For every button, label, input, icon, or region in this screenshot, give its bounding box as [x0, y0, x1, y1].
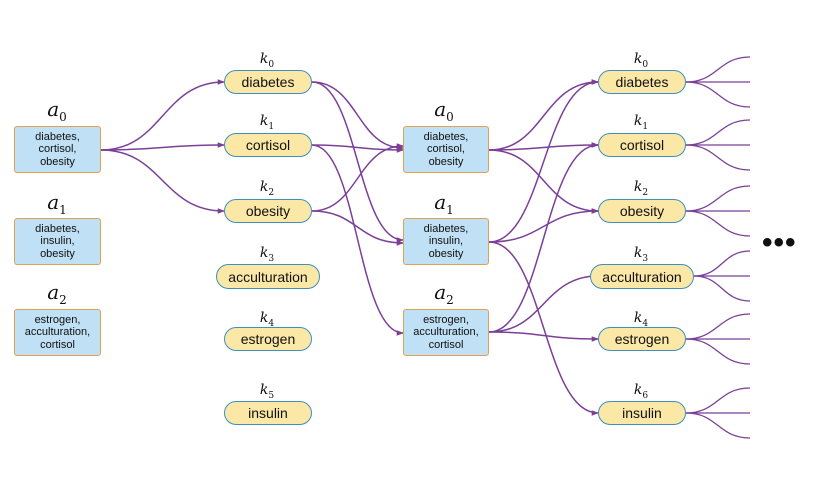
- label-col4-k0: k0: [633, 51, 649, 70]
- edge-a0-k0-r: [488, 79, 599, 151]
- label-col2-k4: k4: [259, 310, 275, 329]
- edge-a0-k1: [100, 142, 225, 151]
- edge-a2-k1-r: [488, 142, 599, 333]
- node-col4-k1[interactable]: cortisol: [598, 133, 686, 157]
- label-col4-k2: k2: [633, 179, 649, 198]
- edge-a0-k0: [100, 79, 225, 151]
- node-col3-a2[interactable]: estrogen,acculturation,cortisol: [403, 309, 489, 356]
- node-col3-a0[interactable]: diabetes,cortisol,obesity: [403, 126, 489, 173]
- label-col1-a0: a0: [47, 97, 67, 124]
- out-edge-3-down: [693, 275, 751, 302]
- edge-a2-k4-r: [488, 331, 599, 342]
- edge-k1-a2: [311, 144, 404, 336]
- edge-k1-a0: [311, 144, 404, 153]
- label-col3-a1: a1: [434, 190, 454, 217]
- out-edge-3-up: [693, 250, 751, 277]
- out-edge-5-up: [685, 387, 751, 414]
- out-edge-5-down: [685, 412, 751, 439]
- edge-a1-k2-r: [488, 208, 599, 243]
- label-col3-a2: a2: [434, 280, 454, 307]
- label-col4-k4: k4: [633, 310, 649, 329]
- label-col4-k1: k1: [633, 113, 649, 132]
- node-col4-k0[interactable]: diabetes: [598, 70, 686, 94]
- label-col1-a2: a2: [47, 280, 67, 307]
- label-col2-k1: k1: [259, 113, 275, 132]
- node-col1-a0[interactable]: diabetes,cortisol,obesity: [14, 126, 101, 173]
- out-edge-1-down: [685, 144, 751, 171]
- node-col2-k2[interactable]: obesity: [224, 199, 312, 223]
- out-edge-2-down: [685, 210, 751, 237]
- edge-a1-k6-r: [488, 241, 599, 416]
- out-edge-1-up: [685, 119, 751, 146]
- node-col4-k4[interactable]: estrogen: [598, 327, 686, 351]
- edge-a1-k0-r: [488, 79, 599, 243]
- node-col1-a2[interactable]: estrogen,acculturation,cortisol: [14, 309, 101, 356]
- node-col2-k4[interactable]: estrogen: [224, 327, 312, 351]
- edge-k0-a1: [311, 81, 404, 243]
- node-col4-k6[interactable]: insulin: [598, 401, 686, 425]
- node-col2-k1[interactable]: cortisol: [224, 133, 312, 157]
- out-edge-0-down: [685, 81, 751, 108]
- out-edge-0-up: [685, 56, 751, 83]
- out-edge-4-up: [685, 313, 751, 340]
- label-col2-k0: k0: [259, 51, 275, 70]
- node-col3-a1[interactable]: diabetes,insulin,obesity: [403, 218, 489, 265]
- edge-k0-a0: [311, 81, 404, 151]
- edge-a0-k2-r: [488, 149, 599, 214]
- node-col2-k3[interactable]: acculturation: [216, 264, 320, 289]
- edge-a2-k3-r: [488, 273, 599, 333]
- label-col2-k2: k2: [259, 179, 275, 198]
- node-col4-k3[interactable]: acculturation: [590, 264, 694, 289]
- outgoing-edge-group: [685, 56, 751, 439]
- out-edge-4-down: [685, 338, 751, 365]
- continuation-ellipsis: •••: [762, 226, 797, 259]
- label-col2-k5: k5: [259, 382, 275, 401]
- out-edge-2-up: [685, 185, 751, 212]
- node-col2-k0[interactable]: diabetes: [224, 70, 312, 94]
- node-col1-a1[interactable]: diabetes,insulin,obesity: [14, 218, 101, 265]
- edge-a0-k1-r: [488, 142, 599, 151]
- label-col1-a1: a1: [47, 190, 67, 217]
- label-col2-k3: k3: [259, 245, 275, 264]
- edge-k2-a1: [311, 210, 404, 246]
- label-col3-a0: a0: [434, 97, 454, 124]
- edge-k2-a0: [311, 143, 404, 212]
- label-col4-k6: k6: [633, 382, 649, 401]
- node-col4-k2[interactable]: obesity: [598, 199, 686, 223]
- edge-group: [100, 79, 599, 416]
- label-col4-k3: k3: [633, 245, 649, 264]
- node-col2-k5[interactable]: insulin: [224, 401, 312, 425]
- edge-a0-k2: [100, 149, 225, 214]
